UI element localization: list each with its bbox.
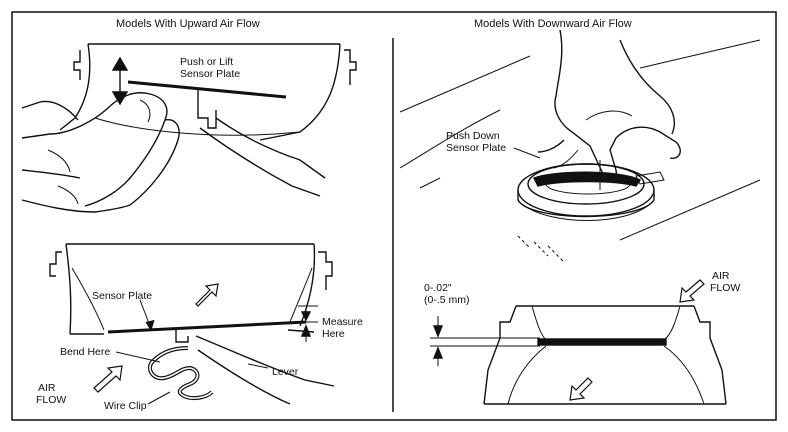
downward-flow-bottom-figure	[430, 279, 727, 405]
upward-flow-bottom-figure	[49, 243, 335, 405]
push-or-lift-label: Push or Lift	[180, 56, 234, 68]
air-flow-right-line1: AIR	[712, 270, 730, 282]
lever-label: Lever	[272, 366, 299, 378]
downward-flow-top-figure	[399, 29, 761, 263]
push-down-sensor-plate-label: Sensor Plate	[446, 142, 507, 154]
downward-flow-title: Models With Downward Air Flow	[474, 18, 632, 30]
outer-frame	[11, 11, 777, 421]
measure-here-label: Here	[322, 328, 345, 340]
wire-clip-label: Wire Clip	[104, 400, 147, 412]
gap-value-label: 0-.02"	[424, 282, 452, 294]
sensor-plate-label: Sensor Plate	[180, 68, 241, 80]
upward-flow-top-figure	[21, 43, 357, 213]
air-flow-label-line1: AIR	[38, 382, 56, 394]
air-flow-label-line2: FLOW	[36, 394, 67, 406]
bend-here-label: Bend Here	[60, 346, 111, 358]
gap-metric-label: (0-.5 mm)	[424, 294, 470, 306]
air-flow-right-line2: FLOW	[710, 282, 741, 294]
sensor-plate-callout: Sensor Plate	[92, 290, 153, 302]
upward-flow-title: Models With Upward Air Flow	[116, 18, 260, 30]
push-down-label: Push Down	[446, 130, 500, 142]
measure-label: Measure	[322, 316, 363, 328]
